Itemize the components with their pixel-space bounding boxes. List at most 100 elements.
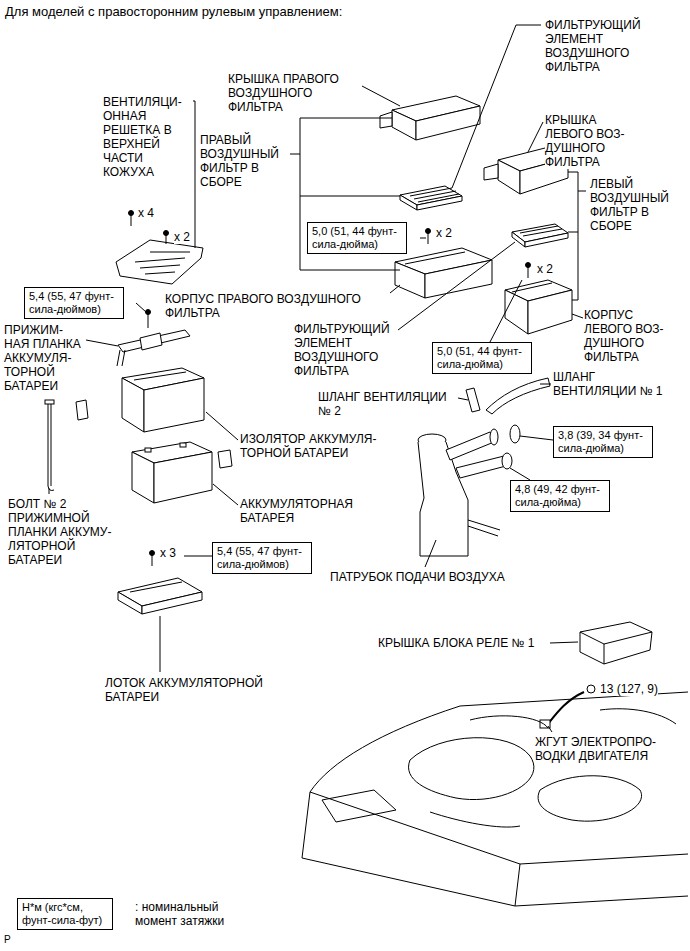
part-label: КОРПУС ЛЕВОГО ВОЗ- ДУШНОГО ФИЛЬТРА (584, 308, 680, 364)
right-filter-element (400, 195, 417, 210)
right-filter-housing (395, 262, 425, 298)
leader-line (362, 86, 400, 106)
part-label: ШЛАНГ ВЕНТИЛЯЦИИ № 2 (318, 390, 458, 418)
vent-grille (145, 272, 175, 274)
torque-text: 3,8 (39, 34 фунт- сила-дюйма) (558, 429, 648, 455)
right-filter-cover (416, 106, 480, 140)
battery-bracket (218, 450, 232, 468)
battery-insulator (122, 378, 144, 432)
leader-line (572, 314, 583, 318)
battery-tray (130, 582, 182, 592)
right-filter-element (400, 186, 462, 210)
vent-grille (116, 240, 203, 284)
vent-grille (135, 258, 185, 262)
battery-clamp (122, 350, 125, 366)
battery-clamp (148, 313, 149, 328)
vehicle-outline (310, 792, 688, 864)
vehicle-outline (409, 738, 534, 800)
screw (426, 229, 431, 234)
hose-clamp (502, 453, 512, 469)
part-label: КРЫШКА ЛЕВОГО ВОЗ- ДУШНОГО ФИЛЬТРА (545, 113, 643, 169)
part-label: ЛЕВЫЙ ВОЗДУШНЫЙ ФИЛЬТР В СБОРЕ (590, 177, 676, 233)
battery-insulator (122, 368, 204, 432)
quantity-label: x 3 (160, 546, 176, 560)
wire-harness (548, 692, 584, 724)
part-label: ФИЛЬТРУЮЩИЙ ЭЛЕМЕНТ ВОЗДУШНОГО ФИЛЬТРА (294, 322, 398, 378)
figure-code: P (4, 934, 11, 946)
part-label: БОЛТ № 2 ПРИЖИМНОЙ ПЛАНКИ АККУМУ- ЛЯТОРН… (8, 497, 120, 567)
battery (132, 452, 154, 503)
left-filter-element (520, 226, 558, 233)
leader-line (390, 285, 400, 293)
leader-line (510, 468, 530, 480)
wire-harness (540, 685, 595, 728)
vehicle-outline (302, 858, 688, 906)
battery-bolt (45, 400, 54, 491)
leader-line (572, 300, 578, 301)
torque-text: 4,8 (49, 42 фунт- сила-дюйма) (515, 483, 605, 509)
ventilation-hose (466, 378, 550, 414)
battery-bolt (48, 404, 49, 486)
quantity-label: x 2 (436, 226, 452, 240)
battery (132, 442, 212, 503)
leader-line (568, 172, 578, 173)
air-intake-pipe (418, 432, 506, 556)
leader-line (458, 398, 468, 400)
torque-text: 5,4 (55, 47 фунт- сила-дюймов) (29, 290, 119, 316)
screw (526, 263, 531, 268)
left-filter-housing (505, 280, 572, 334)
right-filter-element (418, 194, 459, 202)
part-label: ЛОТОК АККУМУЛЯТОРНОЙ БАТАРЕИ (105, 676, 273, 704)
part-label: ПРИЖИМ- НАЯ ПЛАНКА АККУМУЛЯ- ТОРНОЙ БАТА… (4, 323, 86, 393)
torque-text: 5,4 (55, 47 фунт- сила-дюймов) (217, 545, 307, 571)
left-filter-cover (484, 164, 498, 180)
vehicle-outline (302, 692, 688, 858)
leader-line (578, 172, 579, 300)
torque-box: 5,4 (55, 47 фунт- сила-дюймов) (212, 542, 312, 574)
leader-line (568, 232, 578, 233)
battery-tray (150, 551, 155, 556)
torque-text: Н*м (кгс*см, фунт-сила-фут) (22, 901, 108, 927)
relay-block-cover (580, 622, 652, 664)
torque-box: 5,4 (55, 47 фунт- сила-дюймов) (24, 287, 124, 319)
right-filter-housing (425, 260, 492, 298)
left-filter-element (512, 224, 568, 247)
leader-line (206, 412, 238, 440)
torque-box: 4,8 (49, 42 фунт- сила-дюйма) (510, 480, 610, 512)
right-filter-cover (380, 96, 480, 140)
battery-clamp (146, 310, 151, 315)
wire-harness (587, 685, 595, 693)
torque-text: 5,0 (51, 44 фунт- сила-дюйма) (437, 345, 527, 371)
leader-line (160, 616, 161, 672)
air-intake-pipe (456, 456, 506, 478)
part-label: ЖГУТ ЭЛЕКТРОПРО- ВОДКИ ДВИГАТЕЛЯ (535, 735, 665, 763)
left-filter-element (512, 232, 525, 247)
battery-tray (142, 592, 202, 614)
relay-block-cover (580, 632, 652, 644)
battery-bolt (51, 404, 52, 486)
torque-box: 5,0 (51, 44 фунт- сила-дюйма) (432, 342, 532, 374)
leader-line (425, 540, 436, 567)
page-title: Для моделей с правосторонним рулевым упр… (5, 4, 342, 20)
right-filter-cover (392, 110, 416, 140)
leader-line (578, 191, 586, 192)
relay-block-cover (604, 644, 605, 664)
right-filter-cover (380, 112, 392, 128)
air-intake-pipe (418, 442, 468, 556)
vent-grille (150, 252, 190, 253)
left-filter-housing (505, 290, 528, 334)
leader-line (300, 118, 392, 119)
leader-line (452, 25, 541, 188)
part-label: КОРПУС ПРАВОГО ВОЗДУШНОГО ФИЛЬТРА (165, 292, 390, 320)
right-filter-element (410, 188, 452, 196)
leader-line (528, 122, 543, 152)
leader-line (520, 436, 553, 440)
battery-clamp (118, 330, 190, 352)
leader-line (550, 642, 578, 643)
vehicle-outline (322, 790, 396, 822)
legend-box: Н*м (кгс*см, фунт-сила-фут) (17, 898, 113, 930)
leader-line (213, 484, 238, 505)
leader-line (490, 280, 522, 342)
air-intake-pipe (468, 520, 500, 530)
